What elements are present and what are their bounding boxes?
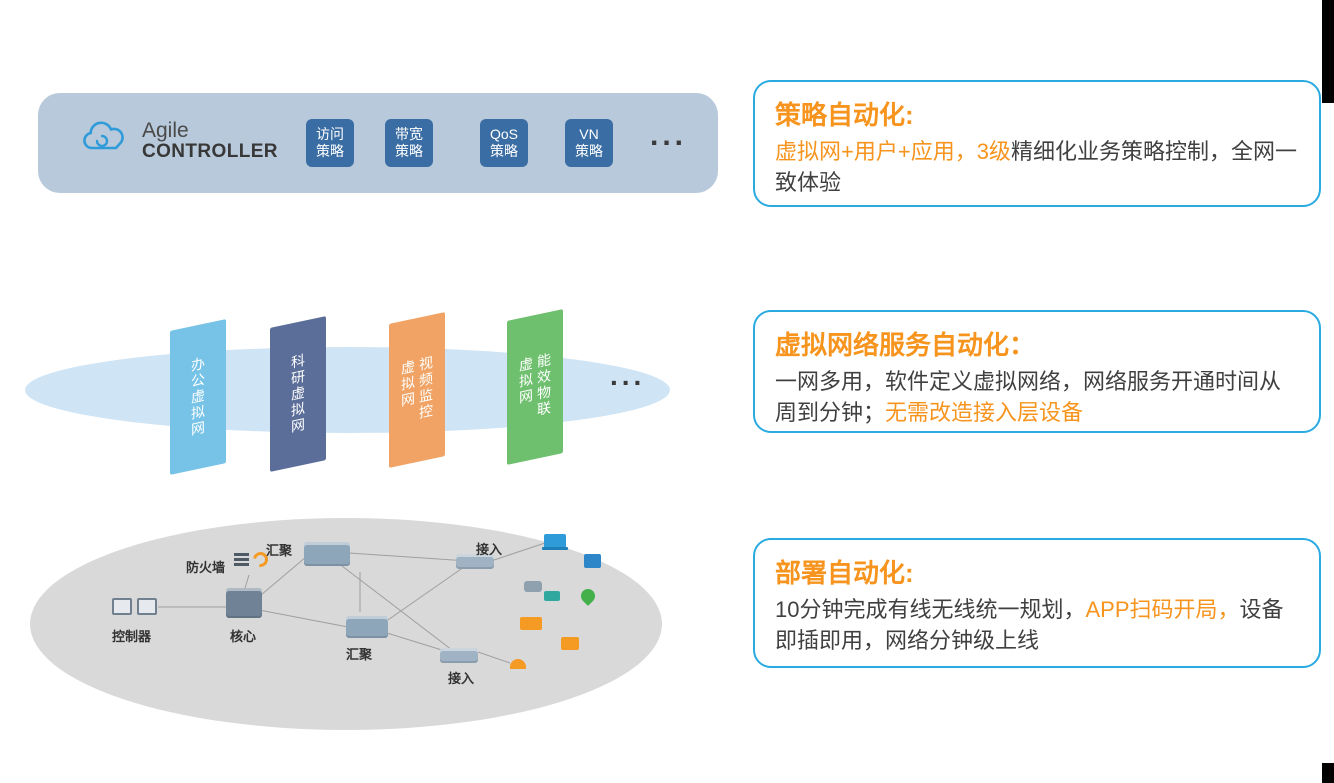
server-icon [112,598,132,615]
policy-tile-line1: VN [579,125,599,142]
callout-segment: 无需改造接入层设备 [885,400,1084,425]
monitor-icon [584,554,601,568]
label-aggregation: 汇聚 [266,543,293,558]
callout-title: 虚拟网络服务自动化： [775,330,1036,360]
more-vn-ellipsis: ... [610,360,646,391]
plane-label-col1: 能效物联 [536,351,552,419]
callout-body: 10分钟完成有线无线统一规划，APP扫码开局，设备即插即用，网络分钟级上线 [775,594,1299,656]
policy-tile-line1: 带宽 [395,125,423,142]
plane-label-col2: 虚拟网 [400,358,416,410]
policy-tile-line1: QoS [489,125,518,142]
label-aggregation: 汇聚 [346,647,373,662]
core-switch-icon [226,588,262,618]
brand-name-bold: CONTROLLER [142,141,278,163]
controller-servers-icon [112,598,157,615]
plane-label-col1: 视频监控 [418,354,434,422]
ip-phone-icon [561,637,579,650]
aggregation-switch-icon [304,542,350,566]
policy-tile-line2: 策略 [395,143,423,159]
callout-segment: 一网多用，软件定义虚拟网络，网络服务开通时间从周到分钟； [775,369,1282,425]
plane-label-col2: 虚拟网 [518,355,534,407]
printer-icon [520,617,542,630]
agile-controller-bar: Agile CONTROLLER 访问 策略 带宽 策略 QoS 策略 VN 策… [38,93,718,193]
agile-controller-logo: Agile CONTROLLER [82,119,278,163]
vn-plane-label: 办公虚拟网 [189,355,207,439]
callout-segment: 虚拟网+用户+应用，3级 [775,139,1011,164]
policy-tile-line2: 策略 [575,143,603,159]
policy-tile-vn: VN 策略 [565,119,613,167]
firewall-icon [234,549,271,570]
vn-plane-label: 视频监控 虚拟网 [399,354,435,426]
vn-plane-video-surveillance: 视频监控 虚拟网 [389,312,445,468]
screen-edge-artifact-top [1322,0,1334,103]
policy-tile-line1: 访问 [316,125,344,142]
label-access: 接入 [476,542,503,557]
virtual-network-platform-ellipse [25,347,670,433]
server-icon [137,598,157,615]
callout-title: 策略自动化: [775,100,914,130]
callout-segment: 10分钟完成有线无线统一规划， [775,597,1086,622]
callout-vn-service-automation: 虚拟网络服务自动化： 一网多用，软件定义虚拟网络，网络服务开通时间从周到分钟；无… [753,310,1321,433]
cloud-icon [82,121,130,160]
policy-tile-access: 访问 策略 [306,119,354,167]
callout-body: 虚拟网+用户+应用，3级精细化业务策略控制，全网一致体验 [775,136,1299,198]
label-controller: 控制器 [112,629,152,644]
vn-plane-office: 办公虚拟网 [170,319,226,475]
plane-label-col1: 办公虚拟网 [190,355,206,439]
policy-tile-bandwidth: 带宽 策略 [385,119,433,167]
policy-tile-qos: QoS 策略 [480,119,528,167]
label-firewall: 防火墙 [186,560,226,575]
policy-tile-line2: 策略 [490,143,518,159]
brand-text: Agile CONTROLLER [142,119,278,163]
label-core: 核心 [230,629,257,644]
callout-deployment-automation: 部署自动化: 10分钟完成有线无线统一规划，APP扫码开局，设备即插即用，网络分… [753,538,1321,668]
callout-body: 一网多用，软件定义虚拟网络，网络服务开通时间从周到分钟；无需改造接入层设备 [775,366,1299,428]
plane-label-col1: 科研虚拟网 [290,352,306,436]
dome-camera-icon [510,659,526,669]
video-camera-icon [544,591,560,601]
callout-segment: 设备即插即用，网络分钟级上线 [775,597,1284,653]
label-access: 接入 [448,671,475,686]
callout-segment: 精细化业务策略控制，全网一致体验 [775,139,1297,195]
callout-policy-automation: 策略自动化: 虚拟网+用户+应用，3级精细化业务策略控制，全网一致体验 [753,80,1321,207]
aggregation-switch-icon [346,616,388,638]
firewall-wall-icon [234,551,249,568]
vn-plane-label: 能效物联 虚拟网 [517,351,553,423]
access-switch-icon [456,554,494,569]
laptop-icon [542,534,568,550]
vn-plane-research: 科研虚拟网 [270,316,326,472]
brand-name: Agile [142,119,189,142]
vn-plane-energy-iot: 能效物联 虚拟网 [507,309,563,465]
vn-plane-label: 科研虚拟网 [289,352,307,436]
screen-edge-artifact-bottom [1322,763,1334,783]
webcam-icon [524,581,542,592]
policy-tile-line2: 策略 [316,143,344,159]
callout-title: 部署自动化: [775,558,914,588]
access-switch-icon [440,648,478,663]
more-policies-ellipsis: ... [650,119,688,152]
callout-segment: APP扫码开局， [1085,597,1240,622]
